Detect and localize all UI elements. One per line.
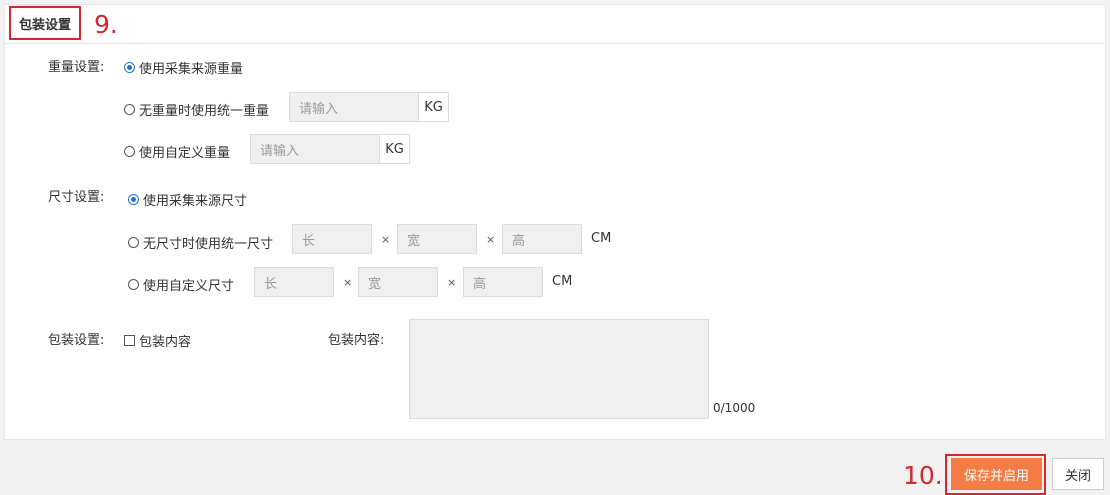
package-content-label: 包装内容:: [328, 333, 385, 348]
radio-weight-uniform[interactable]: 无重量时使用统一重量: [124, 100, 269, 119]
package-settings-label: 包装设置:: [48, 333, 105, 348]
uniform-width-input[interactable]: 宽: [397, 224, 477, 254]
uniform-length-input[interactable]: 长: [292, 224, 372, 254]
save-button-highlight: [945, 454, 1046, 495]
times-sign: ×: [381, 233, 391, 246]
times-sign: ×: [447, 276, 457, 289]
custom-height-input[interactable]: 高: [463, 267, 543, 297]
radio-weight-source-label: 使用采集来源重量: [139, 62, 244, 77]
save-and-enable-button[interactable]: 保存并启用: [951, 458, 1042, 490]
radio-weight-custom[interactable]: 使用自定义重量: [124, 142, 230, 161]
times-sign: ×: [486, 233, 496, 246]
radio-weight-source-indicator[interactable]: [124, 62, 135, 73]
char-counter: 0/1000: [713, 401, 756, 415]
times-sign: ×: [343, 276, 353, 289]
custom-weight-input[interactable]: 请输入: [250, 134, 380, 164]
package-content-checkbox-box[interactable]: [124, 335, 135, 346]
size-settings-label: 尺寸设置:: [48, 190, 105, 205]
radio-weight-uniform-label: 无重量时使用统一重量: [139, 104, 270, 119]
radio-size-custom[interactable]: 使用自定义尺寸: [128, 275, 234, 294]
step-marker-9: 9.: [94, 10, 118, 39]
weight-settings-label: 重量设置:: [48, 60, 105, 75]
radio-size-custom-indicator[interactable]: [128, 279, 139, 290]
radio-weight-uniform-indicator[interactable]: [124, 104, 135, 115]
uniform-size-unit: CM: [591, 231, 612, 246]
step-marker-10: 10.: [903, 461, 943, 490]
uniform-weight-input[interactable]: 请输入: [289, 92, 419, 122]
package-content-checkbox-label: 包装内容: [139, 335, 192, 350]
custom-length-input[interactable]: 长: [254, 267, 334, 297]
radio-size-source-indicator[interactable]: [128, 194, 139, 205]
custom-width-input[interactable]: 宽: [358, 267, 438, 297]
radio-size-source-label: 使用采集来源尺寸: [143, 194, 248, 209]
uniform-weight-unit: KG: [418, 92, 449, 122]
package-content-textarea[interactable]: [409, 319, 709, 419]
close-button[interactable]: 关闭: [1052, 458, 1104, 490]
uniform-height-input[interactable]: 高: [502, 224, 582, 254]
radio-size-uniform-indicator[interactable]: [128, 237, 139, 248]
panel-header: 包装设置: [5, 5, 1105, 44]
radio-size-uniform-label: 无尺寸时使用统一尺寸: [143, 237, 274, 252]
radio-size-uniform[interactable]: 无尺寸时使用统一尺寸: [128, 233, 273, 252]
custom-size-unit: CM: [552, 274, 573, 289]
packaging-settings-tab[interactable]: 包装设置: [9, 6, 81, 40]
radio-size-custom-label: 使用自定义尺寸: [143, 279, 235, 294]
radio-weight-custom-label: 使用自定义重量: [139, 146, 231, 161]
radio-weight-custom-indicator[interactable]: [124, 146, 135, 157]
custom-weight-unit: KG: [379, 134, 410, 164]
package-content-checkbox[interactable]: 包装内容: [124, 331, 191, 350]
radio-weight-source[interactable]: 使用采集来源重量: [124, 58, 243, 77]
radio-size-source[interactable]: 使用采集来源尺寸: [128, 190, 247, 209]
